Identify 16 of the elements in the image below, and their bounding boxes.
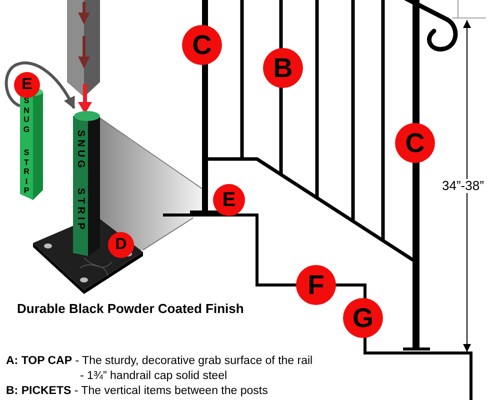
part-description: - 1¾” handrail cap solid steel: [80, 369, 228, 384]
strip-label: SNUG: [23, 96, 30, 134]
callout-marker: G: [343, 298, 383, 338]
callout-marker: C: [395, 123, 435, 163]
callout-marker: F: [296, 265, 336, 305]
callout-marker: E: [213, 184, 245, 216]
strip-label: STRIP: [23, 148, 30, 196]
part-description: A: TOP CAP - The sturdy, decorative grab surface of the rail: [6, 354, 313, 369]
part-description: B: PICKETS - The vertical items between the posts: [6, 384, 268, 399]
dimension-label: 34”-38”: [441, 179, 485, 193]
strip-label: STRIP: [75, 188, 86, 232]
finish-caption: Durable Black Powder Coated Finish: [17, 301, 244, 317]
callout-marker: B: [263, 48, 303, 88]
callout-marker: E: [14, 72, 40, 98]
callout-marker: C: [182, 25, 222, 65]
strip-label: SNUG: [75, 130, 86, 171]
